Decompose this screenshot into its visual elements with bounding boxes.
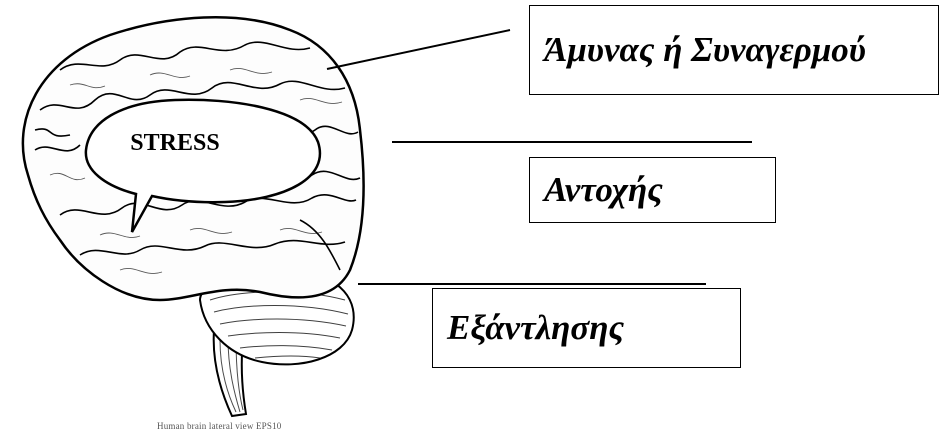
alarm-connector-line: [327, 30, 510, 69]
stage-label-alarm: Άμυνας ή Συναγερμού: [544, 30, 866, 70]
image-caption: Human brain lateral view EPS10: [157, 421, 281, 431]
stage-label-resistance: Αντοχής: [544, 170, 663, 210]
stage-box-exhaustion: Εξάντλησης: [432, 288, 741, 368]
stage-box-alarm: Άμυνας ή Συναγερμού: [529, 5, 939, 95]
stress-label: STRESS: [110, 130, 240, 157]
stage-label-exhaustion: Εξάντλησης: [447, 308, 624, 348]
stage-box-resistance: Αντοχής: [529, 157, 776, 223]
